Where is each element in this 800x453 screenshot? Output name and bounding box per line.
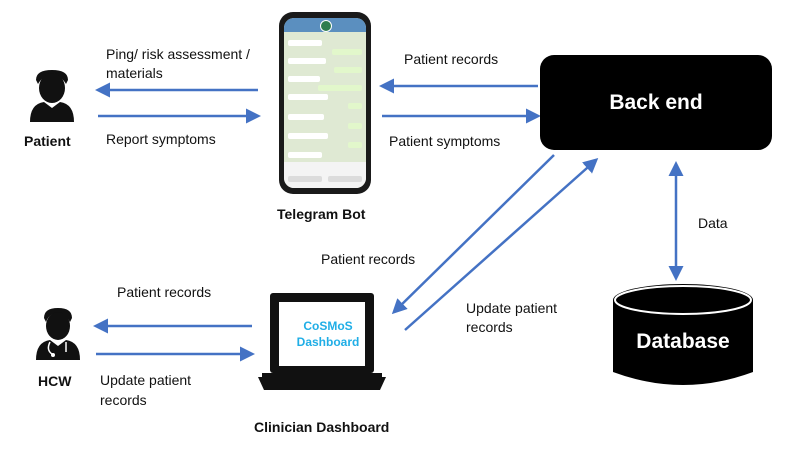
edge-label-patient-symptoms: Patient symptoms [389, 133, 501, 149]
chat-bubble [288, 114, 324, 120]
database-label: Database [636, 330, 730, 353]
arrow-dashboard-to-backend [404, 158, 599, 331]
chat-bubble [348, 142, 362, 148]
dashboard-screen-line2: Dashboard [296, 335, 360, 349]
edge-label-data: Data [698, 215, 728, 231]
back-end-label: Back end [609, 90, 703, 114]
edge-label-patient-records-left: Patient records [117, 284, 212, 300]
edge-label-patient-records-top: Patient records [404, 51, 499, 67]
telegram-bot-label: Telegram Bot [277, 206, 366, 222]
smartphone-icon [279, 12, 371, 194]
patient-label: Patient [24, 133, 71, 149]
chat-bubble [288, 152, 322, 158]
edge-label-report-symptoms: Report symptoms [106, 131, 216, 147]
chat-bubble [318, 85, 362, 91]
edge-label-update-left-line1: Update patient [100, 372, 192, 388]
chat-input-area [284, 162, 366, 188]
back-end-box: Back end [540, 55, 772, 150]
dashboard-screen-line1: CoSMoS [303, 319, 353, 333]
clinician-dashboard-label: Clinician Dashboard [254, 419, 390, 435]
edge-label-update-mid-line2: records [466, 319, 513, 335]
hcw-label: HCW [38, 373, 72, 389]
dashboard-screen-text: CoSMoS Dashboard [286, 318, 370, 350]
chat-bubble [334, 67, 362, 73]
edge-label-patient-records-mid: Patient records [321, 251, 416, 267]
reply-option [328, 176, 362, 182]
edge-label-ping-line1: Ping/ risk assessment / [106, 46, 250, 62]
edge-label-ping-line2: materials [106, 65, 163, 81]
bot-avatar [320, 20, 332, 32]
edge-label-update-mid-line1: Update patient [466, 300, 558, 316]
laptop-icon [258, 293, 386, 390]
person-icon [30, 70, 74, 122]
chat-bubble [288, 133, 328, 139]
chat-bubble [288, 58, 326, 64]
chat-bubble [348, 123, 362, 129]
telegram-chat-screen [284, 18, 366, 188]
edge-label-update-left-line2: records [100, 392, 147, 408]
database-icon [613, 284, 753, 385]
chat-bubble [288, 94, 328, 100]
chat-bubble [348, 103, 362, 109]
chat-bubble [288, 40, 322, 46]
doctor-icon [36, 308, 80, 360]
chat-bubble [332, 49, 362, 55]
reply-option [288, 176, 322, 182]
chat-bubble [288, 76, 320, 82]
arrow-backend-to-dashboard [391, 154, 555, 315]
